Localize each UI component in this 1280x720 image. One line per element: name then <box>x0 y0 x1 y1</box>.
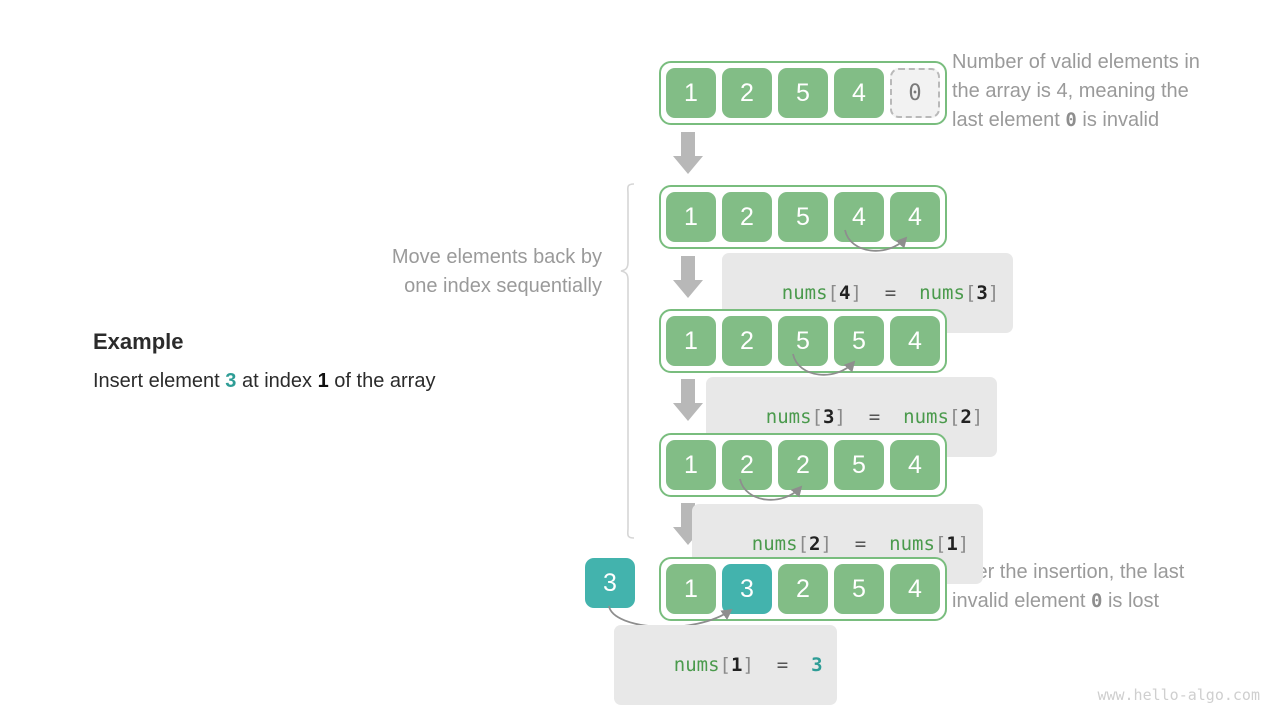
example-desc-post: of the array <box>328 370 436 392</box>
array-cell[interactable]: 4 <box>834 192 884 242</box>
array-row-shift-3: 1 2 5 5 4 <box>659 309 947 373</box>
array-row-final: 1 3 2 5 4 <box>659 557 947 621</box>
top-annotation-line1: Number of valid elements in <box>952 51 1200 73</box>
top-annotation-line2: the array is 4, meaning the <box>952 80 1189 102</box>
code-rhs-name: nums <box>889 533 935 555</box>
array-cell[interactable]: 2 <box>722 68 772 118</box>
array-cell[interactable]: 1 <box>666 440 716 490</box>
bottom-annotation-code: 0 <box>1090 590 1103 612</box>
bottom-annotation: After the insertion, the last invalid el… <box>952 558 1272 616</box>
code-lhs-index: 3 <box>822 406 835 428</box>
code-chip-1-value: nums[1] = 3 <box>614 625 837 705</box>
array-cell[interactable]: 2 <box>722 440 772 490</box>
array-row-initial: 1 2 5 4 0 <box>659 61 947 125</box>
copy-arrow-icon <box>739 478 803 501</box>
array-cell[interactable]: 2 <box>778 440 828 490</box>
code-rhs-index: 1 <box>946 533 958 555</box>
array-cell[interactable]: 1 <box>666 564 716 614</box>
array-cell[interactable]: 5 <box>778 192 828 242</box>
array-cell[interactable]: 1 <box>666 316 716 366</box>
down-arrow-icon <box>673 379 703 421</box>
bottom-annotation-line1: After the insertion, the last <box>952 561 1185 583</box>
code-rhs-value: 3 <box>811 654 823 676</box>
code-lhs-index: 2 <box>808 533 821 555</box>
grouping-brace <box>620 183 635 539</box>
array-cell[interactable]: 4 <box>890 564 940 614</box>
code-lhs-index: 1 <box>730 654 743 676</box>
left-annotation-line2: one index sequentially <box>404 275 602 297</box>
example-desc-index: 1 <box>317 370 329 392</box>
top-annotation-line3-post: is invalid <box>1076 109 1160 131</box>
array-cell[interactable]: 5 <box>834 564 884 614</box>
array-row-shift-4: 1 2 5 4 4 <box>659 185 947 249</box>
array-cell[interactable]: 1 <box>666 68 716 118</box>
array-cell-invalid[interactable]: 0 <box>890 68 940 118</box>
top-annotation-line3-pre: last element <box>952 109 1066 131</box>
top-annotation-line3: last element 0 is invalid <box>952 106 1267 135</box>
bottom-annotation-line2-pre: invalid element <box>952 590 1091 612</box>
array-cell[interactable]: 5 <box>834 316 884 366</box>
down-arrow-icon <box>673 256 703 298</box>
code-lhs-name: nums <box>751 533 798 555</box>
array-cell[interactable]: 4 <box>890 316 940 366</box>
example-desc-pre: Insert element <box>93 370 226 392</box>
code-rhs-name: nums <box>919 282 965 304</box>
array-cell[interactable]: 4 <box>890 192 940 242</box>
example-desc-mid: at index <box>236 370 318 392</box>
top-annotation-code: 0 <box>1065 109 1077 131</box>
code-rhs-index: 2 <box>960 406 972 428</box>
code-eq: = <box>854 533 867 555</box>
array-cell[interactable]: 5 <box>778 316 828 366</box>
array-cell[interactable]: 4 <box>834 68 884 118</box>
array-cell[interactable]: 4 <box>890 440 940 490</box>
code-eq: = <box>884 282 897 304</box>
code-rhs-index: 3 <box>976 282 988 304</box>
insert-value-box[interactable]: 3 <box>585 558 635 608</box>
array-cell[interactable]: 5 <box>778 68 828 118</box>
top-annotation: Number of valid elements in the array is… <box>952 48 1267 135</box>
array-cell[interactable]: 2 <box>778 564 828 614</box>
bottom-annotation-line2: invalid element 0 is lost <box>952 587 1272 616</box>
code-lhs-name: nums <box>781 282 828 304</box>
array-cell[interactable]: 1 <box>666 192 716 242</box>
down-arrow-icon <box>673 132 703 174</box>
left-annotation: Move elements back by one index sequenti… <box>302 243 602 301</box>
watermark: www.hello-algo.com <box>1097 686 1260 704</box>
code-lhs-name: nums <box>673 654 720 676</box>
code-eq: = <box>868 406 881 428</box>
example-description: Insert element 3 at index 1 of the array <box>93 370 435 393</box>
copy-arrow-icon <box>792 353 856 376</box>
array-row-shift-2: 1 2 2 5 4 <box>659 433 947 497</box>
code-rhs-name: nums <box>903 406 949 428</box>
code-lhs-name: nums <box>765 406 812 428</box>
copy-arrow-icon <box>844 229 908 252</box>
array-cell[interactable]: 2 <box>722 192 772 242</box>
example-desc-value: 3 <box>225 370 237 392</box>
array-cell-inserted[interactable]: 3 <box>722 564 772 614</box>
bottom-annotation-line2-post: is lost <box>1102 590 1160 612</box>
array-cell[interactable]: 5 <box>834 440 884 490</box>
example-title: Example <box>93 329 184 354</box>
left-annotation-line1: Move elements back by <box>391 246 602 268</box>
code-eq: = <box>776 654 789 676</box>
code-lhs-index: 4 <box>838 282 851 304</box>
array-cell[interactable]: 2 <box>722 316 772 366</box>
